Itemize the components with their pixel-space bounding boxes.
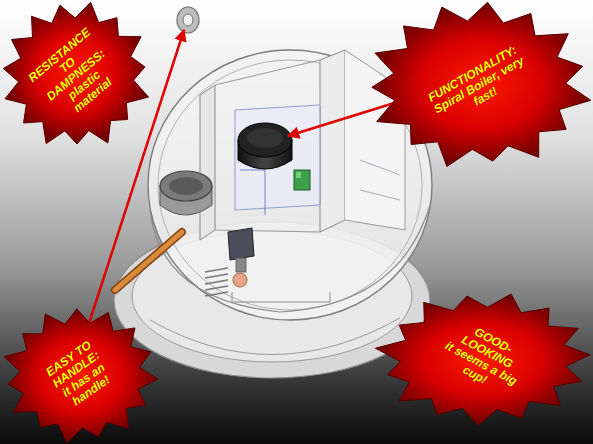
starburst-callout: EASY TO HANDLE:it has an handle! [1,306,159,444]
starburst-callout: GOOD-LOOKINGit seems a big cup! [374,291,593,426]
starburst-callout: RESISTANCE TO DAMPNESS:plastic material [0,0,152,150]
starburst-callout: FUNCTIONALITY:Spiral Boiler, very fast! [365,0,593,170]
